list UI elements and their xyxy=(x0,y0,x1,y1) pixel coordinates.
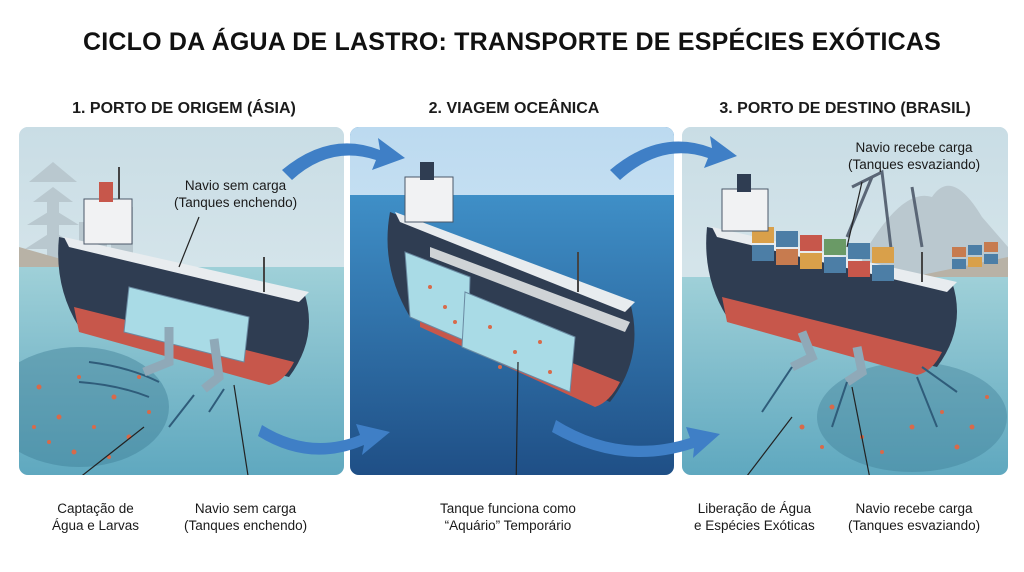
destination-port-illustration xyxy=(682,127,1008,475)
label-water-intake: Captação de Água e Larvas xyxy=(52,501,140,533)
panel-2-heading: 2. VIAGEM OCEÂNICA xyxy=(428,100,600,117)
tank-larvae xyxy=(428,285,552,374)
panel-destination-port: Navio recebe carga (Tanques esvaziando) xyxy=(682,127,1008,475)
panel-ocean-voyage xyxy=(350,127,674,475)
ship-destination xyxy=(706,174,957,386)
dock-containers xyxy=(952,242,998,269)
released-species xyxy=(799,395,989,454)
cargo-containers xyxy=(752,227,894,281)
page-title: CICLO DA ÁGUA DE LASTRO: TRANSPORTE DE E… xyxy=(82,28,942,56)
destination-inner-label: Navio recebe carga (Tanques esvaziando) xyxy=(848,140,981,172)
panel-1-heading: 1. PORTO DE ORIGEM (ÁSIA) xyxy=(72,100,296,117)
origin-port-illustration xyxy=(19,127,344,475)
label-species-release: Liberação de Água e Espécies Exóticas xyxy=(694,501,815,533)
label-ship-loading: Navio recebe carga (Tanques esvaziando) xyxy=(848,501,981,533)
label-ship-empty: Navio sem carga (Tanques enchendo) xyxy=(184,501,308,533)
panel-3-heading: 3. PORTO DE DESTINO (BRASIL) xyxy=(719,100,971,117)
ship-origin xyxy=(58,167,309,393)
ocean-voyage-illustration xyxy=(350,127,674,475)
panel-origin-port: Navio sem carga (Tanques enchendo) xyxy=(19,127,344,475)
ship-voyage xyxy=(387,162,635,407)
label-temporary-aquarium: Tanque funciona como “Aquário” Temporári… xyxy=(440,501,576,533)
origin-inner-label: Navio sem carga (Tanques enchendo) xyxy=(174,178,298,210)
